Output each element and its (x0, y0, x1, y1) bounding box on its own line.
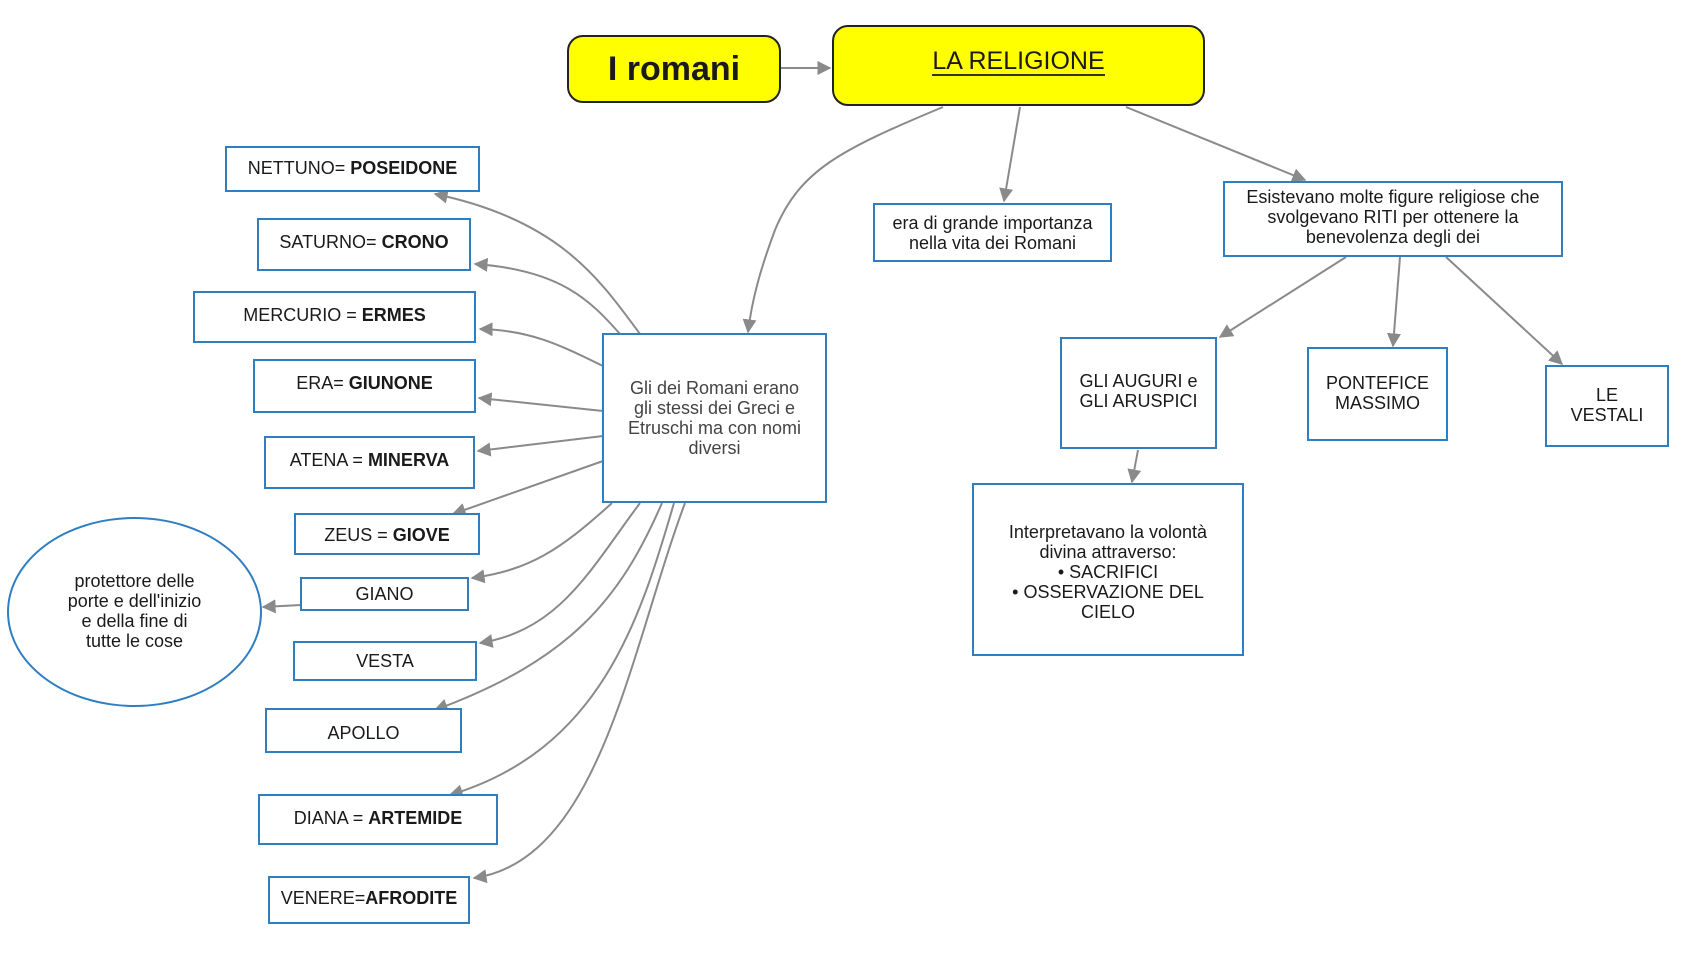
connector-figures-auguri (1218, 256, 1347, 338)
god-roman-name: APOLLO (327, 723, 400, 743)
god-greek-name: GIOVE (392, 525, 450, 545)
god-node-diana[interactable]: DIANA = ARTEMIDE (258, 794, 498, 845)
god-node-apollo[interactable]: APOLLO (265, 708, 462, 753)
god-greek-name: POSEIDONE (350, 158, 458, 178)
connector-figures-vestali (1445, 256, 1564, 365)
node-vestali-text: LE VESTALI (1570, 385, 1644, 425)
god-greek-name: MINERVA (367, 450, 450, 470)
god-roman-name: ATENA = (289, 450, 363, 470)
god-node-giano[interactable]: GIANO (300, 577, 469, 611)
god-node-nettuno[interactable]: NETTUNO= POSEIDONE (225, 146, 480, 192)
node-gods-intro[interactable]: Gli dei Romani erano gli stessi dei Grec… (602, 333, 827, 503)
connector-gods-zeus (451, 460, 604, 517)
god-greek-name: GIUNONE (348, 373, 433, 393)
connector-gods-vesta (478, 502, 641, 648)
god-node-atena[interactable]: ATENA = MINERVA (264, 436, 475, 489)
node-giano-description-text: protettore delle porte e dell'inizio e d… (67, 571, 202, 651)
god-roman-name: SATURNO= (279, 232, 377, 252)
connector-figures-pontefice (1387, 256, 1401, 348)
god-greek-name: ERMES (361, 305, 426, 325)
god-node-venere[interactable]: VENERE=AFRODITE (268, 876, 470, 924)
god-greek-name: CRONO (381, 232, 449, 252)
root-node-i-romani[interactable]: I romani (567, 35, 781, 103)
connector-auguri-interpretavano (1127, 449, 1142, 484)
god-roman-name: DIANA = (293, 808, 364, 828)
connector-gods-diana (448, 502, 675, 799)
node-pontefice-massimo[interactable]: PONTEFICE MASSIMO (1307, 347, 1448, 441)
connector-gods-mercurio (478, 322, 604, 367)
node-religious-figures[interactable]: Esistevano molte figure religiose che sv… (1223, 181, 1563, 257)
node-auguri-aruspici[interactable]: GLI AUGURI e GLI ARUSPICI (1060, 337, 1217, 449)
connector-giano-note (261, 599, 302, 614)
god-node-era[interactable]: ERA= GIUNONE (253, 359, 476, 413)
god-greek-name: ARTEMIDE (368, 808, 463, 828)
node-interpretavano[interactable]: Interpretavano la volontà divina attrave… (972, 483, 1244, 656)
node-interpretavano-text: Interpretavano la volontà divina attrave… (1008, 522, 1208, 622)
connector-gods-giano (470, 502, 613, 584)
connector-religione-figures (1125, 106, 1307, 182)
node-religious-figures-text: Esistevano molte figure religiose che sv… (1246, 187, 1540, 247)
god-node-vesta[interactable]: VESTA (293, 641, 477, 681)
god-roman-name: GIANO (355, 584, 414, 604)
god-node-zeus[interactable]: ZEUS = GIOVE (294, 513, 480, 555)
god-node-mercurio[interactable]: MERCURIO = ERMES (193, 291, 476, 343)
connector-religione-importance (999, 106, 1021, 203)
topic-node-la-religione[interactable]: LA RELIGIONE (832, 25, 1205, 106)
god-roman-name: MERCURIO = (243, 305, 357, 325)
node-auguri-aruspici-text: GLI AUGURI e GLI ARUSPICI (1079, 371, 1198, 411)
connector-gods-saturno (473, 257, 621, 335)
topic-node-label: LA RELIGIONE (932, 47, 1105, 76)
root-node-label: I romani (607, 50, 741, 88)
node-gods-intro-text: Gli dei Romani erano gli stessi dei Grec… (627, 378, 802, 458)
god-roman-name: VESTA (356, 651, 414, 671)
god-roman-name: VENERE= (280, 888, 366, 908)
god-roman-name: ERA= (296, 373, 344, 393)
node-giano-description[interactable]: protettore delle porte e dell'inizio e d… (7, 517, 262, 707)
node-pontefice-massimo-text: PONTEFICE MASSIMO (1325, 373, 1429, 413)
connector-gods-era (477, 392, 604, 412)
connector-gods-atena (476, 435, 604, 457)
god-roman-name: ZEUS = (324, 525, 388, 545)
god-node-saturno[interactable]: SATURNO= CRONO (257, 218, 471, 271)
node-importance[interactable]: era di grande importanza nella vita dei … (873, 203, 1112, 262)
god-greek-name: AFRODITE (365, 888, 458, 908)
connector-gods-venere (472, 502, 686, 884)
node-importance-text: era di grande importanza nella vita dei … (892, 212, 1093, 253)
god-roman-name: NETTUNO= (247, 158, 346, 178)
node-vestali[interactable]: LE VESTALI (1545, 365, 1669, 447)
